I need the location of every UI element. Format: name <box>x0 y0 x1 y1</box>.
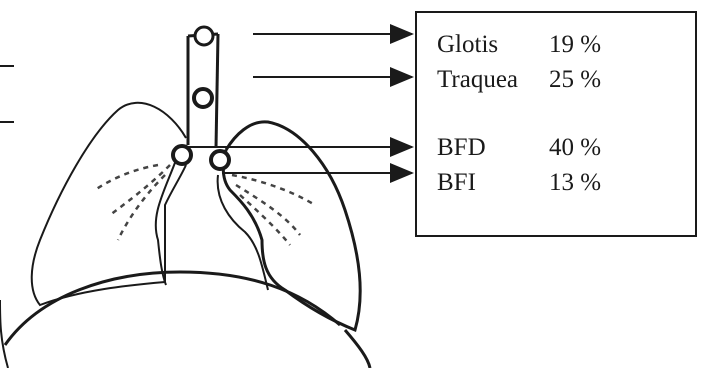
body-outline <box>0 300 8 368</box>
legend-label-traquea: Traquea <box>437 66 549 94</box>
legend-value-bfd: 40 % <box>549 134 601 162</box>
legend-value-glotis: 19 % <box>549 31 601 59</box>
legend-row-bfd: BFD 40 % <box>437 134 601 162</box>
trachea-ring <box>194 89 212 107</box>
diaphragm-arc <box>5 272 340 345</box>
bronchiole-dashes <box>95 165 315 245</box>
left-bronchus-ring <box>211 151 229 169</box>
legend-label-glotis: Glotis <box>437 31 549 59</box>
legend-value-bfi: 13 % <box>549 169 601 197</box>
legend-value-traquea: 25 % <box>549 66 601 94</box>
lower-arc-right <box>345 330 370 368</box>
left-lung-outline <box>223 122 360 330</box>
legend-box: Glotis 19 % Traquea 25 % BFD 40 % BFI 13… <box>415 11 697 237</box>
legend-row-bfi: BFI 13 % <box>437 169 601 197</box>
legend-row-glotis: Glotis 19 % <box>437 31 601 59</box>
right-bronchus-ring <box>173 146 191 164</box>
legend-row-traquea: Traquea 25 % <box>437 66 601 94</box>
legend-label-bfi: BFI <box>437 169 549 197</box>
legend-label-bfd: BFD <box>437 134 549 162</box>
glottis-ring <box>195 27 213 45</box>
